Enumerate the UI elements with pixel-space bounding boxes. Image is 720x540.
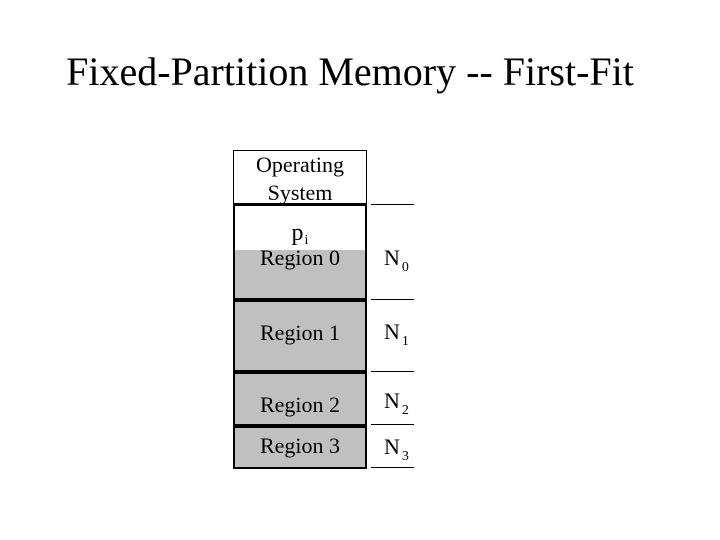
- size-subscript-0: 0: [401, 260, 409, 275]
- region-3-block: Region 3: [233, 426, 367, 469]
- os-label-line1: Operating: [256, 152, 344, 177]
- size-letter-3: N: [384, 434, 400, 459]
- region-1-label: Region 1: [259, 320, 341, 345]
- size-letter-0: N: [384, 245, 400, 270]
- region-2-label: Region 2: [259, 392, 341, 417]
- size-subscript-1: 1: [401, 334, 409, 349]
- boundary-tick-3: [371, 424, 414, 425]
- process-subscript: i: [304, 233, 309, 248]
- os-label-line2: System: [267, 180, 333, 205]
- operating-system-block: Operating System: [233, 150, 367, 205]
- size-letter-2: N: [384, 388, 400, 413]
- boundary-tick-4: [371, 467, 414, 468]
- size-letter-1: N: [384, 319, 400, 344]
- region-2-block: Region 2: [233, 372, 367, 426]
- slide-title: Fixed-Partition Memory -- First-Fit: [66, 49, 634, 94]
- region-3-label: Region 3: [259, 433, 341, 458]
- size-subscript-2: 2: [401, 403, 409, 418]
- size-subscript-3: 3: [401, 449, 409, 464]
- region-1-block: Region 1: [233, 300, 367, 372]
- process-pi-block: pi: [234, 205, 366, 250]
- process-letter: p: [291, 220, 304, 246]
- boundary-tick-2: [371, 371, 414, 372]
- process-label: pi: [235, 219, 365, 251]
- boundary-tick-0: [371, 204, 414, 205]
- boundary-tick-1: [371, 299, 414, 300]
